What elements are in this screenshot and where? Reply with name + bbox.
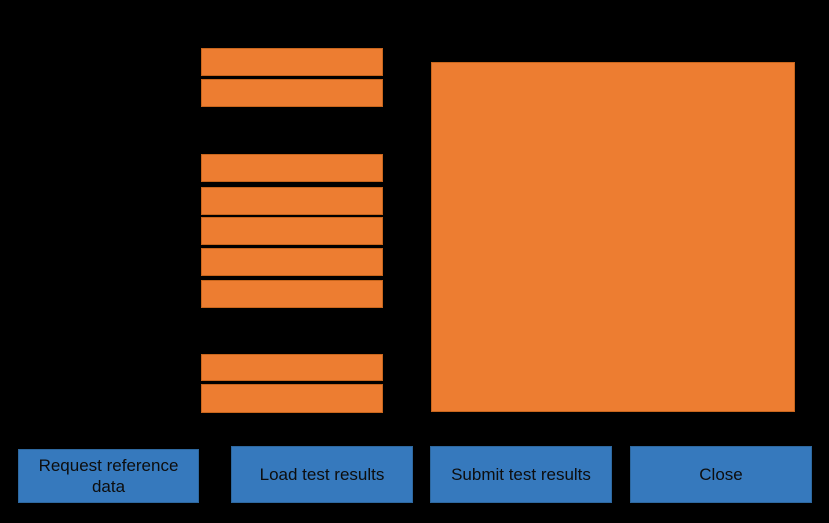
close-button[interactable]: Close — [630, 446, 812, 503]
submit-test-results-button-label: Submit test results — [451, 464, 591, 484]
input-field[interactable] — [201, 384, 383, 413]
input-field[interactable] — [201, 79, 383, 107]
load-test-results-button[interactable]: Load test results — [231, 446, 413, 503]
input-field[interactable] — [201, 48, 383, 76]
input-field[interactable] — [201, 154, 383, 182]
input-field[interactable] — [201, 187, 383, 215]
request-reference-data-button[interactable]: Request reference data — [18, 449, 199, 503]
request-reference-data-button-label: Request reference data — [38, 455, 179, 496]
close-button-label: Close — [699, 464, 743, 484]
submit-test-results-button[interactable]: Submit test results — [430, 446, 612, 503]
input-field[interactable] — [201, 280, 383, 308]
results-text-area[interactable] — [431, 62, 795, 412]
input-field[interactable] — [201, 248, 383, 276]
input-field[interactable] — [201, 217, 383, 245]
input-field[interactable] — [201, 354, 383, 381]
load-test-results-button-label: Load test results — [259, 464, 385, 484]
